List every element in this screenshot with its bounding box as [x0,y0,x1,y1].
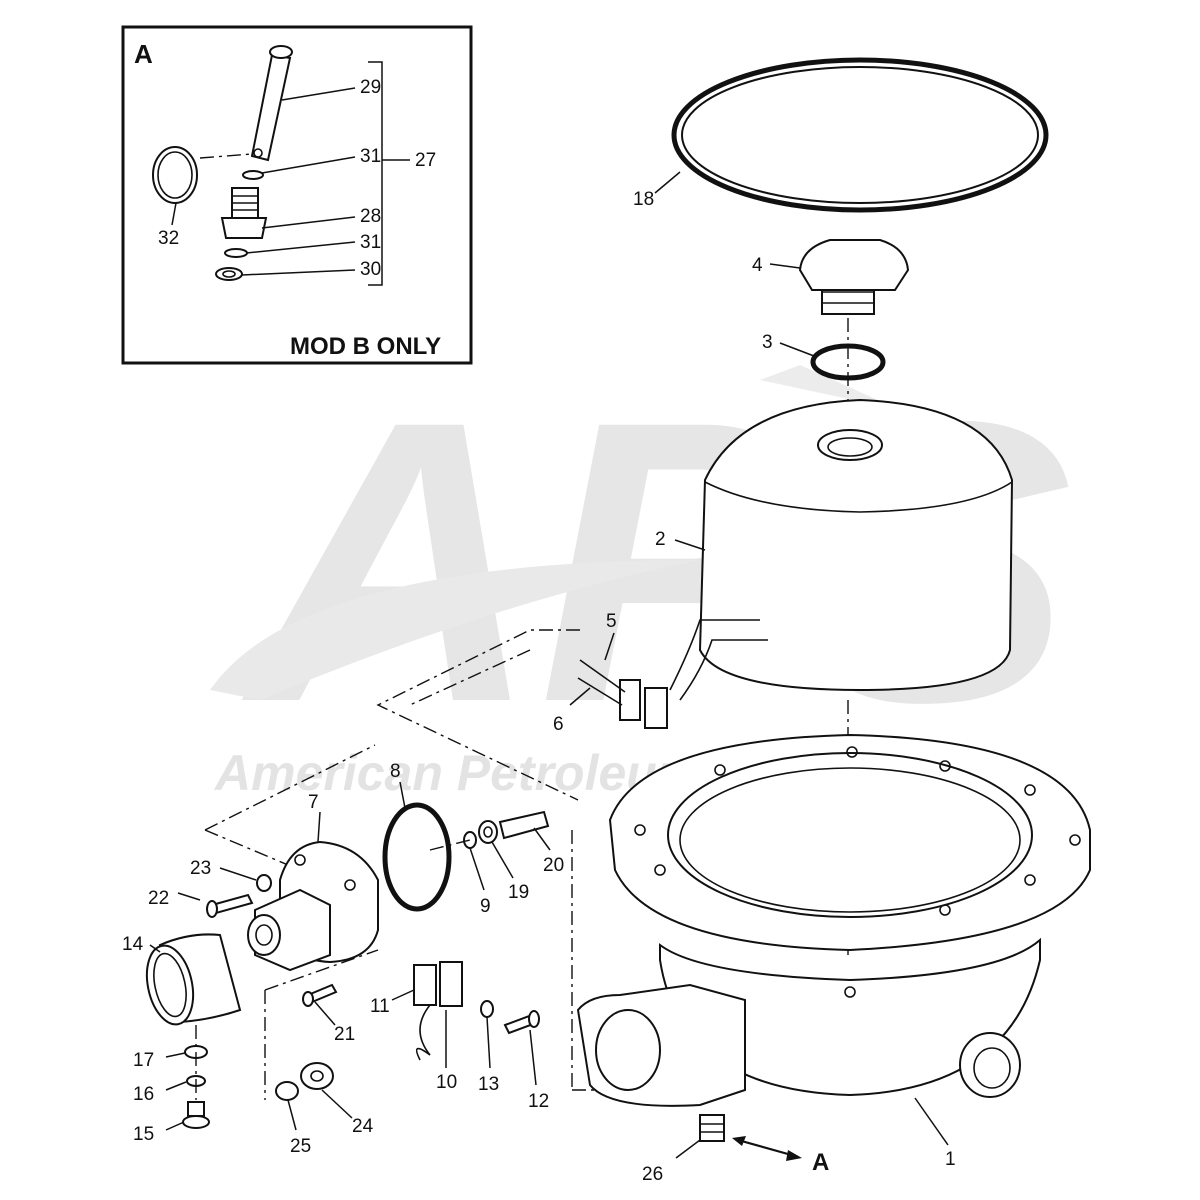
part-8-oring [382,781,452,912]
part-21-screw [302,983,338,1026]
part-31-ring-upper [242,170,264,180]
part-24-washer [300,1062,334,1090]
part-7-pump-head [247,811,379,972]
callout-13: 13 [478,1074,499,1095]
callout-4: 4 [752,255,763,276]
callout-1: 1 [945,1149,956,1170]
watermark-plane-icon [760,365,900,410]
callout-19: 19 [508,882,529,903]
parts-5-6-wire-leads [569,619,768,729]
section-arrow-letter: A [812,1149,829,1176]
callout-32: 32 [158,228,179,249]
part-29-pin [250,45,293,162]
part-23-washer [219,867,272,892]
part-18-oring [654,57,1049,213]
callout-3: 3 [762,332,773,353]
parts-9-19-20-shaft [429,810,551,891]
callout-6: 6 [553,714,564,735]
callout-8: 8 [390,761,401,782]
callout-11: 11 [370,996,390,1017]
part-28-fitting [220,187,268,239]
callout-26: 26 [642,1164,663,1185]
assembly-connector-lines [204,629,600,1100]
callout-30: 30 [360,259,381,280]
inset-caption: MOD B ONLY [290,333,441,360]
callout-20: 20 [543,855,564,876]
section-a-arrow: A [732,1136,829,1176]
callout-16: 16 [133,1084,154,1105]
part-15-screw [182,1101,210,1129]
part-14-sleeve [145,933,242,1026]
part-25-nut [275,1081,299,1101]
callout-15: 15 [133,1124,154,1145]
part-26-drain-plug [675,1114,725,1159]
callout-14: 14 [122,934,144,955]
inset-view-letter: A [134,39,153,69]
part-4-plug [769,239,910,315]
part-31-ring-lower [224,248,248,258]
callout-18: 18 [633,189,654,210]
callout-22: 22 [148,888,169,909]
detail-inset: A MOD B ONLY [121,25,473,365]
part-1-housing [576,733,1091,1146]
callout-28: 28 [360,206,381,227]
callout-21: 21 [334,1024,355,1045]
callout-17: 17 [133,1050,154,1071]
bracket-27 [368,61,383,286]
part-12-screw [503,1010,540,1086]
callout-31-upper: 31 [360,146,381,167]
part-22-screw [177,892,254,918]
callout-2: 2 [655,529,666,550]
part-2-cover [674,398,1014,692]
callout-labels: 1 2 3 4 5 6 7 8 9 10 11 12 13 14 15 16 1… [122,77,956,1185]
callout-25: 25 [290,1136,311,1157]
callout-12: 12 [528,1091,549,1112]
callout-7: 7 [308,792,319,813]
callout-24: 24 [352,1116,374,1137]
part-30-washer [215,267,243,281]
inset-frame [121,25,473,365]
callout-29: 29 [360,77,381,98]
part-13-washer [480,1000,494,1018]
part-32-gasket [152,146,198,204]
callout-5: 5 [606,611,617,632]
callout-9: 9 [480,896,491,917]
part-11-terminal-block [391,961,463,1061]
callout-23: 23 [190,858,211,879]
watermark-swoosh [210,560,700,700]
callout-27: 27 [415,150,436,171]
callout-31-lower: 31 [360,232,381,253]
callout-10: 10 [436,1072,457,1093]
